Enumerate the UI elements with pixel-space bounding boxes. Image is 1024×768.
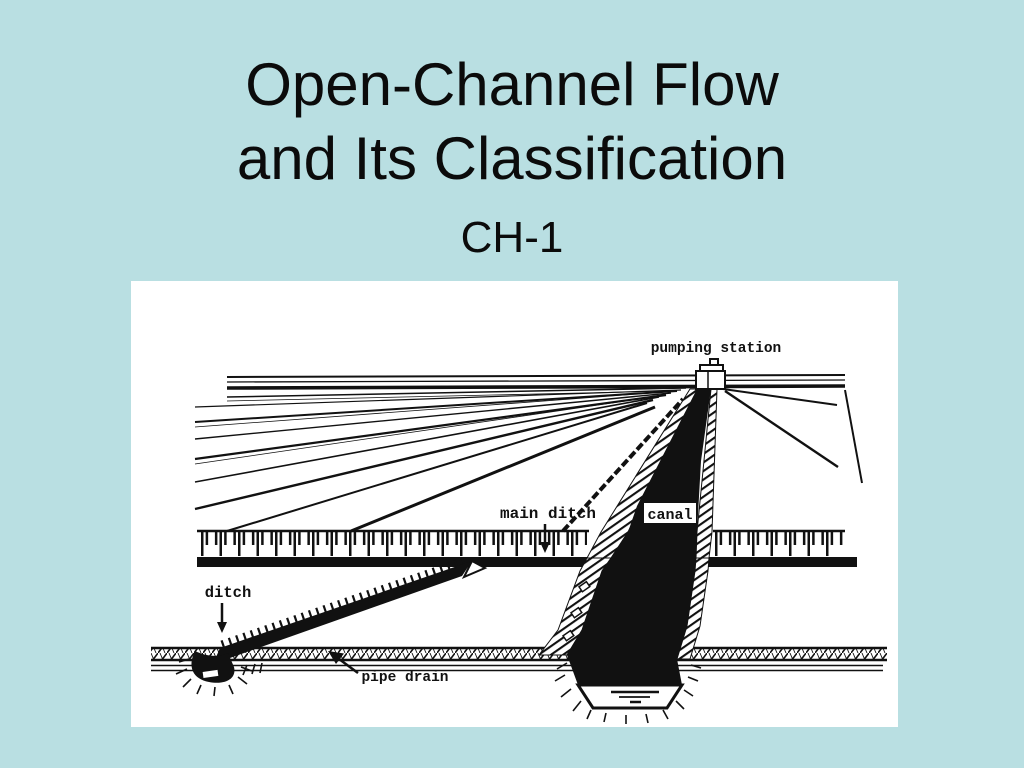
irrigation-drainage-diagram: pumping station main ditch canal ditch p… bbox=[131, 281, 898, 727]
water-level-symbol bbox=[611, 690, 659, 704]
canal-cross-section bbox=[554, 662, 702, 724]
horizon-lines bbox=[226, 374, 846, 390]
culvert-symbols bbox=[561, 580, 591, 642]
title-line-2: and Its Classification bbox=[236, 124, 788, 192]
pipe-drain-arrow bbox=[328, 651, 359, 675]
field-lines bbox=[194, 387, 863, 533]
slide-title: Open-Channel Flow and Its Classification bbox=[0, 48, 1024, 196]
label-pipe-drain: pipe drain bbox=[361, 670, 448, 686]
canal-banks bbox=[537, 388, 718, 660]
canal-label-box bbox=[644, 503, 696, 523]
title-line-1: Open-Channel Flow bbox=[245, 51, 779, 118]
label-ditch: ditch bbox=[205, 584, 252, 602]
pumping-station-building bbox=[695, 358, 726, 390]
main-ditch-band bbox=[197, 529, 857, 567]
pit-grass-marks bbox=[554, 662, 702, 724]
label-canal: canal bbox=[647, 507, 692, 524]
label-main-ditch: main ditch bbox=[500, 505, 596, 523]
diagram-canvas: pumping station main ditch canal ditch p… bbox=[151, 341, 887, 724]
lateral-ditch bbox=[175, 555, 488, 697]
canal-water bbox=[567, 389, 711, 685]
label-pumping-station: pumping station bbox=[651, 341, 782, 357]
diagram-labels: pumping station main ditch canal ditch p… bbox=[205, 341, 782, 686]
ditch-arrow bbox=[217, 603, 227, 633]
slide-subtitle: CH-1 bbox=[460, 213, 564, 262]
ditch-grass-marks bbox=[175, 658, 263, 697]
main-ditch-arrow bbox=[540, 524, 550, 553]
